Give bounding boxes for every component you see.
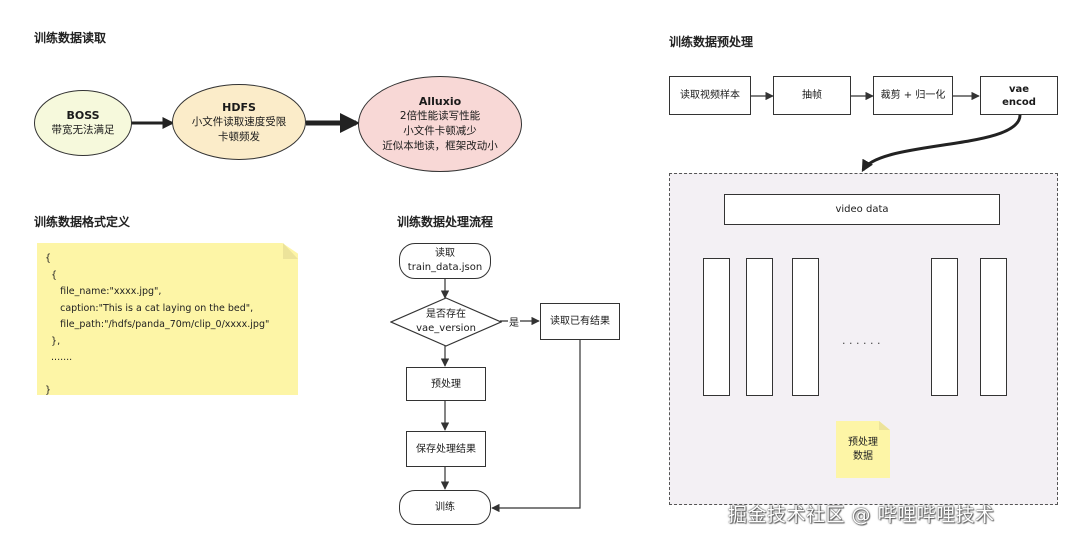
flow-preprocess: 预处理 [406,367,486,401]
format-line: ....... [45,352,73,363]
pipeline-step-vae: vae encod [980,76,1058,115]
frame-column [792,258,819,396]
format-line: caption:"This is a cat laying on the bed… [45,302,254,314]
flow-train-label: 训练 [435,501,455,513]
flow-start-line: 读取 [435,248,455,259]
watermark: 掘金技术社区 @ 哔哩哔哩技术 [728,504,995,526]
flow-start: 读取 train_data.json [399,243,491,279]
pipeline-step-crop: 裁剪 + 归一化 [873,76,953,115]
section-title-read: 训练数据读取 [34,31,107,45]
format-line: { [45,253,52,264]
format-line: }, [45,335,61,347]
storage-boss-title: BOSS [66,109,100,122]
flow-yes-label: 是 [508,314,520,329]
frame-column [703,258,730,396]
format-line: } [45,384,52,396]
storage-hdfs-line: 小文件读取速度受限 [191,115,287,128]
flow-read-existing: 读取已有结果 [540,303,620,340]
pipeline-step-extract: 抽帧 [773,76,851,115]
storage-hdfs-line: 卡顿频发 [218,130,260,143]
flow-save: 保存处理结果 [406,431,486,467]
flow-start-line: train_data.json [407,262,483,273]
result-note: 预处理 数据 [836,421,890,478]
arrow-vae-container [861,114,1022,173]
flow-decision-shape [390,297,502,347]
pipeline-step-read: 读取视频样本 [669,76,751,115]
frame-column [746,258,773,396]
storage-hdfs-title: HDFS [222,100,256,114]
format-note: { { file_name:"xxxx.jpg", caption:"This … [37,243,298,395]
section-title-flow: 训练数据处理流程 [397,215,494,229]
format-line: { [45,269,58,281]
storage-alluxio-line: 小文件卡顿减少 [403,125,477,137]
ellipsis-dots: . . . . . . [842,334,881,347]
storage-alluxio: Alluxio 2倍性能读写性能 小文件卡顿减少 近似本地读，框架改动小 [358,76,522,172]
storage-alluxio-line: 2倍性能读写性能 [399,110,481,122]
section-title-format: 训练数据格式定义 [34,215,131,229]
flow-decision-line: 是否存在 [426,309,466,320]
storage-boss: BOSS 带宽无法满足 [34,90,132,156]
storage-hdfs: HDFS 小文件读取速度受限 卡顿频发 [172,84,306,160]
result-note-line: 预处理 [848,436,878,448]
frame-column [980,258,1007,396]
format-line: file_path:"/hdfs/panda_70m/clip_0/xxxx.j… [45,319,270,330]
storage-alluxio-title: Alluxio [418,95,462,108]
flow-decision-line: vae_version [416,323,476,334]
frame-column [931,258,958,396]
arrow-existing-train [491,340,581,513]
section-title-preprocess: 训练数据预处理 [669,35,754,49]
format-line: file_name:"xxxx.jpg", [45,286,162,297]
result-note-line: 数据 [853,450,873,462]
flow-decision: 是否存在 vae_version [390,308,502,336]
flow-train: 训练 [399,490,491,525]
format-line [45,367,298,383]
storage-boss-line: 带宽无法满足 [51,124,115,136]
video-data-box: video data [724,194,1000,225]
storage-alluxio-line: 近似本地读，框架改动小 [382,140,498,152]
result-note-fold [879,421,890,430]
